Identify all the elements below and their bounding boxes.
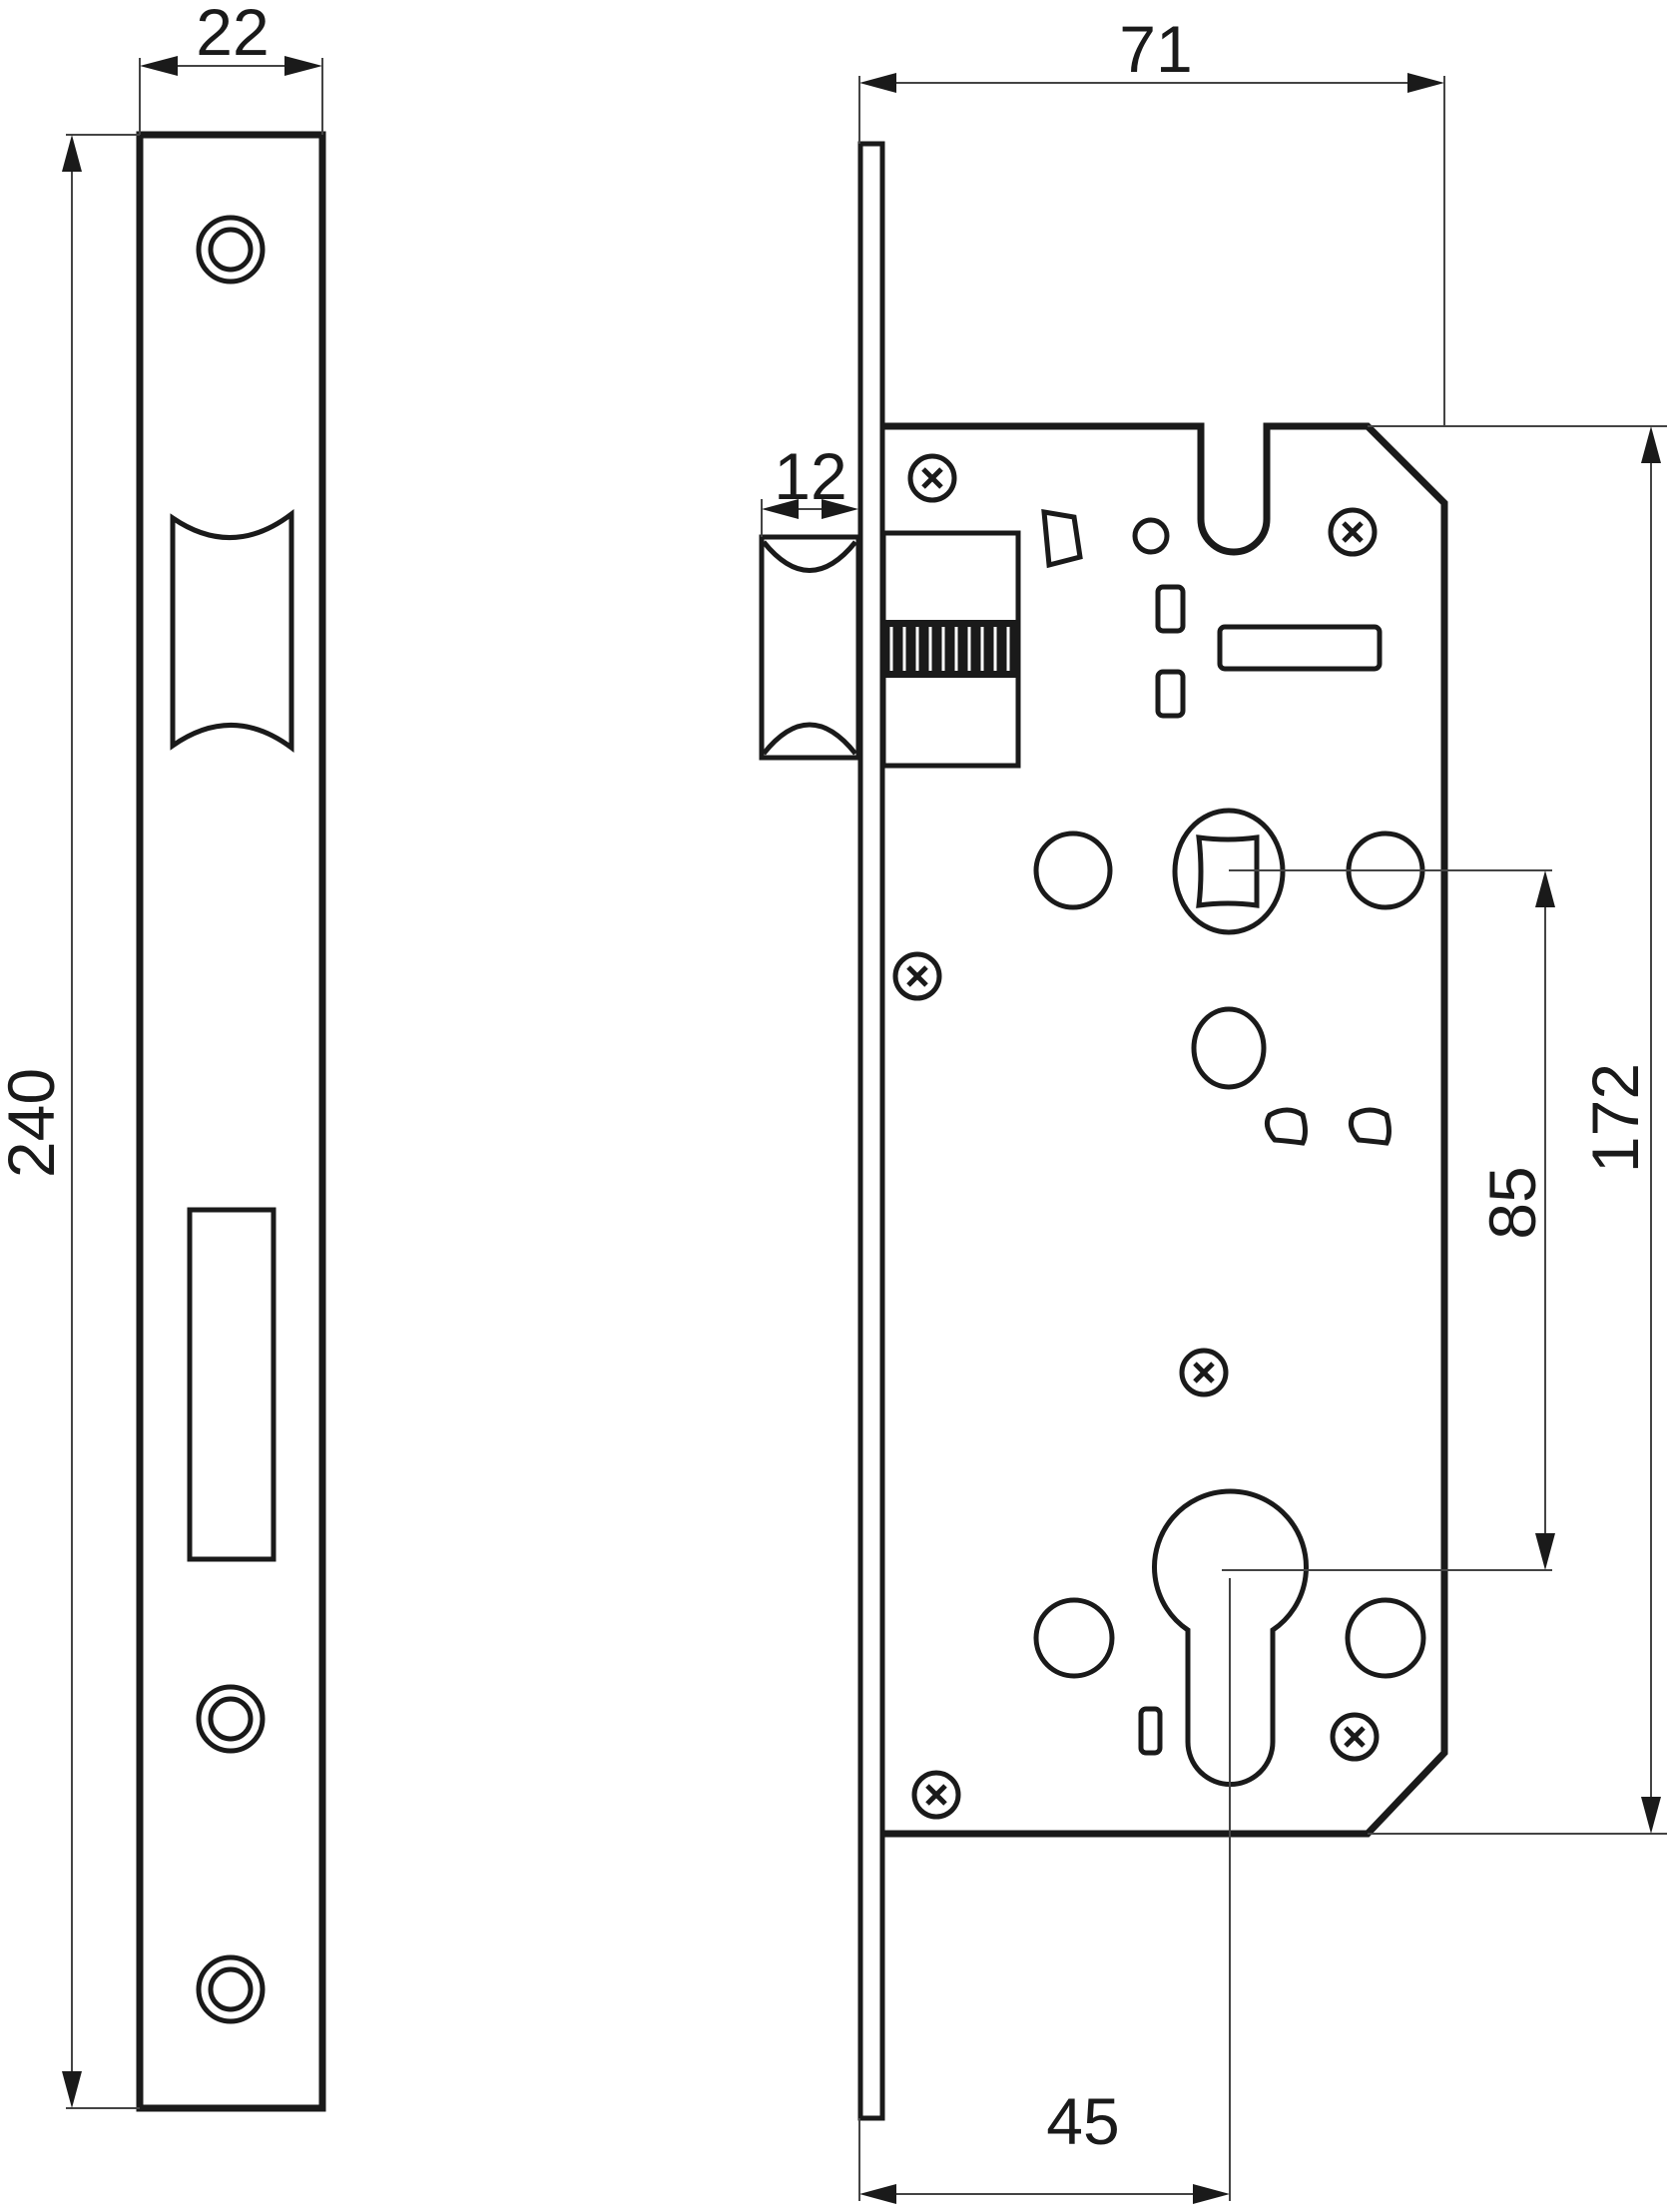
dim-label-12: 12: [774, 439, 846, 513]
dim-body-height: 172: [1368, 425, 1667, 1835]
slot-vertical-lower: [1155, 669, 1186, 719]
fixing-hole-cylinder-right: [1345, 1597, 1426, 1679]
strike-screw-hole-bottom: [196, 1954, 266, 2024]
latch-stop-lug: [1041, 508, 1083, 569]
strike-plate-outline: [136, 131, 326, 2112]
euro-cylinder-cutout: [1152, 1488, 1309, 1787]
mortise-lock: [759, 141, 1448, 2121]
dim-label-85: 85: [1475, 1166, 1549, 1239]
screw-icon: [1179, 1348, 1229, 1397]
screw-icon: [1328, 507, 1378, 557]
strike-screw-hole-lower: [196, 1684, 266, 1754]
dim-label-45: 45: [1046, 2084, 1119, 2158]
latch-bolt: [759, 534, 861, 761]
strike-plate: [136, 131, 326, 2112]
strike-latch-opening: [170, 508, 294, 753]
strike-bolt-opening: [187, 1207, 277, 1562]
slot-vertical-upper: [1155, 584, 1186, 634]
slot-horizontal: [1217, 624, 1383, 672]
dim-latch-projection: 12: [761, 439, 858, 537]
dim-backset: 45: [858, 1578, 1231, 2204]
strike-screw-hole-top: [196, 215, 266, 284]
screw-icon: [892, 951, 942, 1001]
latch-housing: [880, 530, 1021, 769]
faceplate: [857, 141, 885, 2121]
dim-overall-depth: 71: [858, 12, 1445, 426]
dim-label-240: 240: [0, 1068, 68, 1178]
latch-spring: [889, 627, 1010, 671]
small-slot: [1138, 1706, 1163, 1756]
screw-icon: [911, 1770, 961, 1820]
dim-handle-to-cylinder: 85: [1222, 869, 1555, 1571]
fixing-hole-cylinder-left: [1033, 1597, 1115, 1679]
dim-strike-width: 22: [139, 0, 323, 135]
dim-label-22: 22: [196, 0, 269, 69]
fixing-hole-handle-left: [1033, 830, 1113, 910]
screw-icon: [907, 453, 957, 503]
pivot-hole-small: [1132, 517, 1170, 555]
screw-icon: [1330, 1712, 1380, 1762]
lock-body-outline: [883, 422, 1448, 1838]
small-oval-right: [1348, 1107, 1391, 1146]
dim-strike-height: 240: [0, 134, 140, 2109]
dim-label-71: 71: [1119, 12, 1192, 86]
dim-label-172: 172: [1578, 1063, 1652, 1173]
small-oval-left: [1264, 1107, 1308, 1146]
middle-hole: [1191, 1006, 1267, 1090]
